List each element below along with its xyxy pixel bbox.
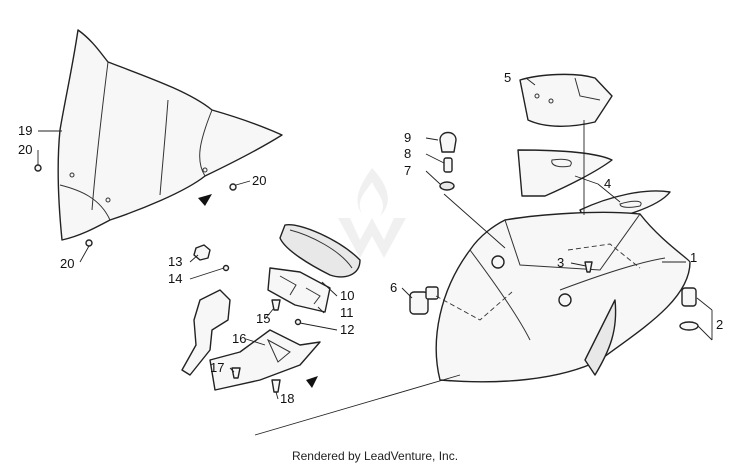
watermark	[338, 168, 406, 258]
hood-fairing	[435, 211, 691, 383]
gauge-bracket	[267, 267, 331, 313]
render-credit: Rendered by LeadVenture, Inc.	[291, 449, 459, 463]
callout-11: 11	[340, 305, 354, 320]
windshield	[57, 29, 283, 241]
callout-3: 3	[557, 255, 564, 270]
direction-arrow	[198, 194, 212, 206]
direction-arrow	[306, 376, 318, 388]
callout-9: 9	[404, 130, 411, 145]
callout-19: 19	[18, 123, 32, 138]
callout-20: 20	[60, 256, 74, 271]
screw	[231, 367, 241, 379]
washer	[222, 264, 230, 272]
screw	[271, 379, 281, 393]
callout-14: 14	[168, 271, 182, 286]
callout-20: 20	[252, 173, 266, 188]
callout-18: 18	[280, 391, 294, 406]
fastener	[584, 261, 593, 273]
callout-16: 16	[232, 331, 246, 346]
callout-13: 13	[168, 254, 182, 269]
callout-1: 1	[690, 250, 697, 265]
trim-lens	[517, 149, 671, 223]
washer	[294, 318, 302, 326]
gauge-cover	[519, 73, 613, 127]
callout-17: 17	[210, 360, 224, 375]
callout-7: 7	[404, 163, 411, 178]
switch	[409, 286, 439, 315]
power-outlet	[679, 287, 699, 331]
callout-labels: 19 20 20 20 5 4 1 2 3 9 8 7 6 10 11 12 1…	[18, 70, 723, 406]
callout-2: 2	[716, 317, 723, 332]
callout-5: 5	[504, 70, 511, 85]
callout-6: 6	[390, 280, 397, 295]
callout-4: 4	[604, 176, 611, 191]
callout-10: 10	[340, 288, 354, 303]
nut	[193, 244, 211, 261]
callout-12: 12	[340, 322, 354, 337]
screw	[271, 299, 281, 311]
key-switch	[439, 131, 457, 191]
leader-lines	[37, 77, 713, 436]
speedometer	[279, 224, 361, 278]
dashed-reference-lines	[435, 243, 641, 321]
callout-8: 8	[404, 146, 411, 161]
callout-15: 15	[256, 311, 270, 326]
callout-20: 20	[18, 142, 32, 157]
